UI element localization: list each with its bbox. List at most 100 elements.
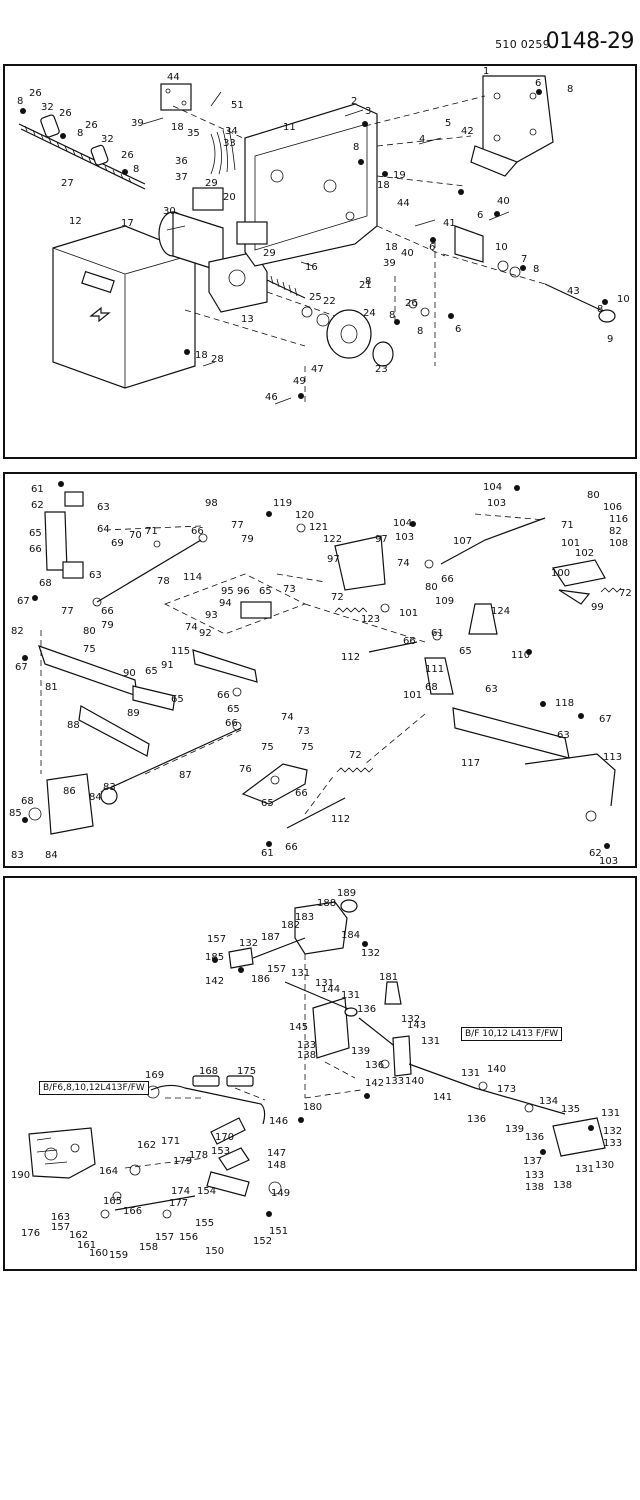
callout-35: 35 xyxy=(187,128,200,139)
callout-11: 11 xyxy=(283,122,296,133)
callout-168: 168 xyxy=(199,1066,218,1077)
callout-98: 98 xyxy=(205,498,218,509)
callout-36: 36 xyxy=(175,156,188,167)
callout-61: 61 xyxy=(261,848,274,859)
callout-67: 67 xyxy=(17,596,30,607)
callout-160: 160 xyxy=(89,1248,108,1259)
callout-138: 138 xyxy=(297,1050,316,1061)
callout-131: 131 xyxy=(601,1108,620,1119)
motor-cover-part xyxy=(52,225,196,389)
callout-153: 153 xyxy=(211,1146,230,1157)
callout-115: 115 xyxy=(171,646,190,657)
callout-66: 66 xyxy=(29,544,42,555)
callout-150: 150 xyxy=(205,1246,224,1257)
callout-16: 16 xyxy=(305,262,318,273)
engine-housing-part xyxy=(28,1127,96,1179)
callout-187: 187 xyxy=(261,932,280,943)
callout-137: 137 xyxy=(523,1156,542,1167)
callout-176: 176 xyxy=(21,1228,40,1239)
motor-part xyxy=(158,211,306,313)
callout-78: 78 xyxy=(157,576,170,587)
callout-186: 186 xyxy=(251,974,270,985)
callout-156: 156 xyxy=(179,1232,198,1243)
callout-161: 161 xyxy=(77,1240,96,1251)
callout-8: 8 xyxy=(77,128,83,139)
callout-10: 10 xyxy=(495,242,508,253)
callout-166: 166 xyxy=(123,1206,142,1217)
callout-72: 72 xyxy=(331,592,344,603)
callout-79: 79 xyxy=(101,620,114,631)
callout-1: 1 xyxy=(483,66,489,77)
callout-80: 80 xyxy=(587,490,600,501)
callout-144: 144 xyxy=(321,984,340,995)
callout-76: 76 xyxy=(239,764,252,775)
callout-89: 89 xyxy=(127,708,140,719)
callout-41: 41 xyxy=(443,218,456,229)
callout-120: 120 xyxy=(295,510,314,521)
callout-18: 18 xyxy=(195,350,208,361)
callout-90: 90 xyxy=(123,668,136,679)
callout-43: 43 xyxy=(567,286,580,297)
callout-124: 124 xyxy=(491,606,510,617)
callout-123: 123 xyxy=(361,614,380,625)
callout-74: 74 xyxy=(185,622,198,633)
callout-182: 182 xyxy=(281,920,300,931)
callout-61: 61 xyxy=(431,628,444,639)
callout-131: 131 xyxy=(575,1164,594,1175)
callout-63: 63 xyxy=(557,730,570,741)
callout-109: 109 xyxy=(435,596,454,607)
callout-171: 171 xyxy=(161,1136,180,1147)
callout-185: 185 xyxy=(205,952,224,963)
callout-44: 44 xyxy=(167,72,180,83)
callout-5: 5 xyxy=(445,118,451,129)
callout-65: 65 xyxy=(227,704,240,715)
callout-8: 8 xyxy=(533,264,539,275)
callout-183: 183 xyxy=(295,912,314,923)
callout-131: 131 xyxy=(421,1036,440,1047)
callout-180: 180 xyxy=(303,1102,322,1113)
callout-188: 188 xyxy=(317,898,336,909)
callout-72: 72 xyxy=(619,588,632,599)
callout-6: 6 xyxy=(429,242,435,253)
callout-18: 18 xyxy=(171,122,184,133)
callout-93: 93 xyxy=(205,610,218,621)
callout-73: 73 xyxy=(283,584,296,595)
callout-175: 175 xyxy=(237,1066,256,1077)
callout-162: 162 xyxy=(69,1230,88,1241)
callout-155: 155 xyxy=(195,1218,214,1229)
callout-22: 22 xyxy=(323,296,336,307)
callout-32: 32 xyxy=(101,134,114,145)
callout-labels: 61 61 61 62 62 63 63 63 63 64 65 65 65 6… xyxy=(9,482,632,866)
callout-84: 84 xyxy=(89,792,102,803)
callout-18: 18 xyxy=(377,180,390,191)
callout-63: 63 xyxy=(89,570,102,581)
callout-6: 6 xyxy=(535,78,541,89)
callout-65: 65 xyxy=(171,694,184,705)
callout-100: 100 xyxy=(551,568,570,579)
callout-83: 83 xyxy=(103,782,116,793)
callout-132: 132 xyxy=(603,1126,622,1137)
callout-169: 169 xyxy=(145,1070,164,1081)
callout-44: 44 xyxy=(397,198,410,209)
callout-8: 8 xyxy=(567,84,573,95)
callout-189: 189 xyxy=(337,888,356,899)
callout-139: 139 xyxy=(505,1124,524,1135)
callout-13: 13 xyxy=(241,314,254,325)
callout-66: 66 xyxy=(217,690,230,701)
callout-75: 75 xyxy=(301,742,314,753)
callout-86: 86 xyxy=(63,786,76,797)
callout-71: 71 xyxy=(145,526,158,537)
page-header: 510 0259 0148-29 xyxy=(0,0,640,60)
callout-82: 82 xyxy=(11,626,24,637)
callout-136: 136 xyxy=(357,1004,376,1015)
callout-112: 112 xyxy=(341,652,360,663)
callout-51: 51 xyxy=(231,100,244,111)
callout-158: 158 xyxy=(139,1242,158,1253)
callout-116: 116 xyxy=(609,514,628,525)
callout-62: 62 xyxy=(589,848,602,859)
exploded-view-motor: 1 2 3 4 5 6 6 6 6 7 8 8 8 8 8 8 8 8 8 8 … xyxy=(17,66,630,406)
callout-157: 157 xyxy=(155,1232,174,1243)
callout-103: 103 xyxy=(487,498,506,509)
callout-8: 8 xyxy=(365,276,371,287)
diagram-panel-linkage: 61 61 61 62 62 63 63 63 63 64 65 65 65 6… xyxy=(3,472,637,868)
